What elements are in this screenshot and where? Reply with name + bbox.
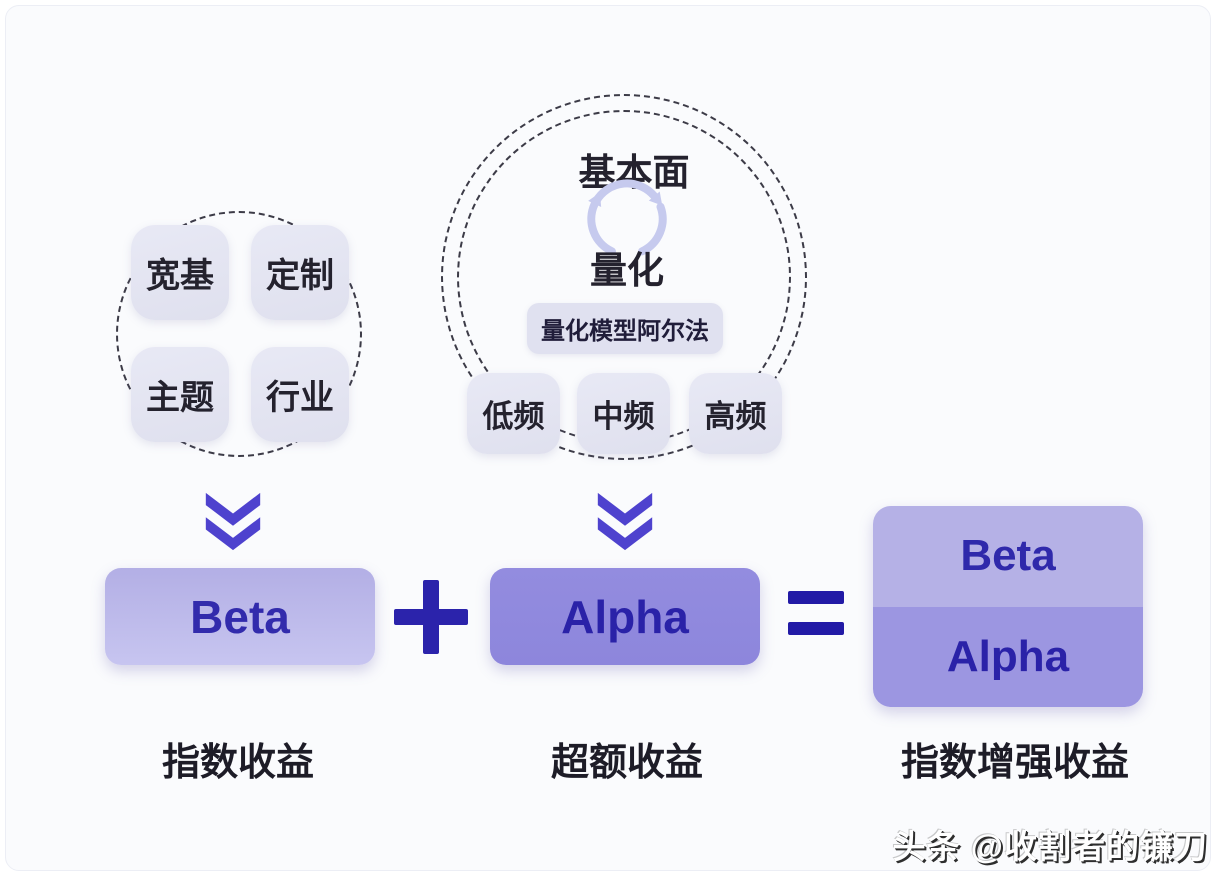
beta-box-label: Beta <box>190 590 290 643</box>
frequency-label: 中频 <box>592 399 655 434</box>
index-type-broad-base: 宽基 <box>131 225 229 320</box>
alpha-box: Alpha <box>490 568 760 665</box>
caption-excess-return: 超额收益 <box>550 742 704 784</box>
frequency-label: 高频 <box>704 399 767 434</box>
result-beta-half: Beta <box>873 506 1143 607</box>
double-chevron-down-icon <box>205 492 261 551</box>
index-type-theme: 主题 <box>131 347 229 442</box>
frequency-high: 高频 <box>689 373 782 454</box>
alpha-box-label: Alpha <box>561 590 689 643</box>
caption-index-enhanced-return: 指数增强收益 <box>900 742 1130 784</box>
index-type-label: 行业 <box>266 379 334 417</box>
caption-index-return: 指数收益 <box>161 742 315 784</box>
quant-model-alpha-badge: 量化模型阿尔法 <box>527 303 723 354</box>
index-type-label: 定制 <box>266 257 334 295</box>
equals-bottom-bar <box>788 622 844 635</box>
cycle-arrows-icon <box>587 179 667 256</box>
result-alpha-half: Alpha <box>873 606 1143 707</box>
result-alpha-label: Alpha <box>946 631 1070 681</box>
alpha-model-outer-dashed-circle <box>441 94 807 460</box>
frequency-mid: 中频 <box>577 373 670 454</box>
index-type-custom: 定制 <box>251 225 349 320</box>
beta-box: Beta <box>105 568 375 665</box>
double-chevron-down-icon <box>597 492 653 551</box>
index-type-label: 宽基 <box>146 257 214 295</box>
plus-icon <box>394 580 468 654</box>
result-beta-label: Beta <box>960 531 1056 581</box>
equals-icon <box>788 591 844 636</box>
equals-top-bar <box>788 591 844 604</box>
frequency-low: 低频 <box>467 373 560 454</box>
result-box: Beta Alpha <box>873 506 1143 707</box>
plus-horizontal-bar <box>394 609 468 625</box>
frequency-label: 低频 <box>482 399 545 434</box>
index-type-label: 主题 <box>146 379 214 417</box>
cycle-label-quant: 量化 <box>590 250 664 291</box>
index-types-dashed-circle <box>116 211 362 457</box>
watermark: 头条 @收割者的镰刀 <box>892 828 1208 865</box>
index-type-industry: 行业 <box>251 347 349 442</box>
